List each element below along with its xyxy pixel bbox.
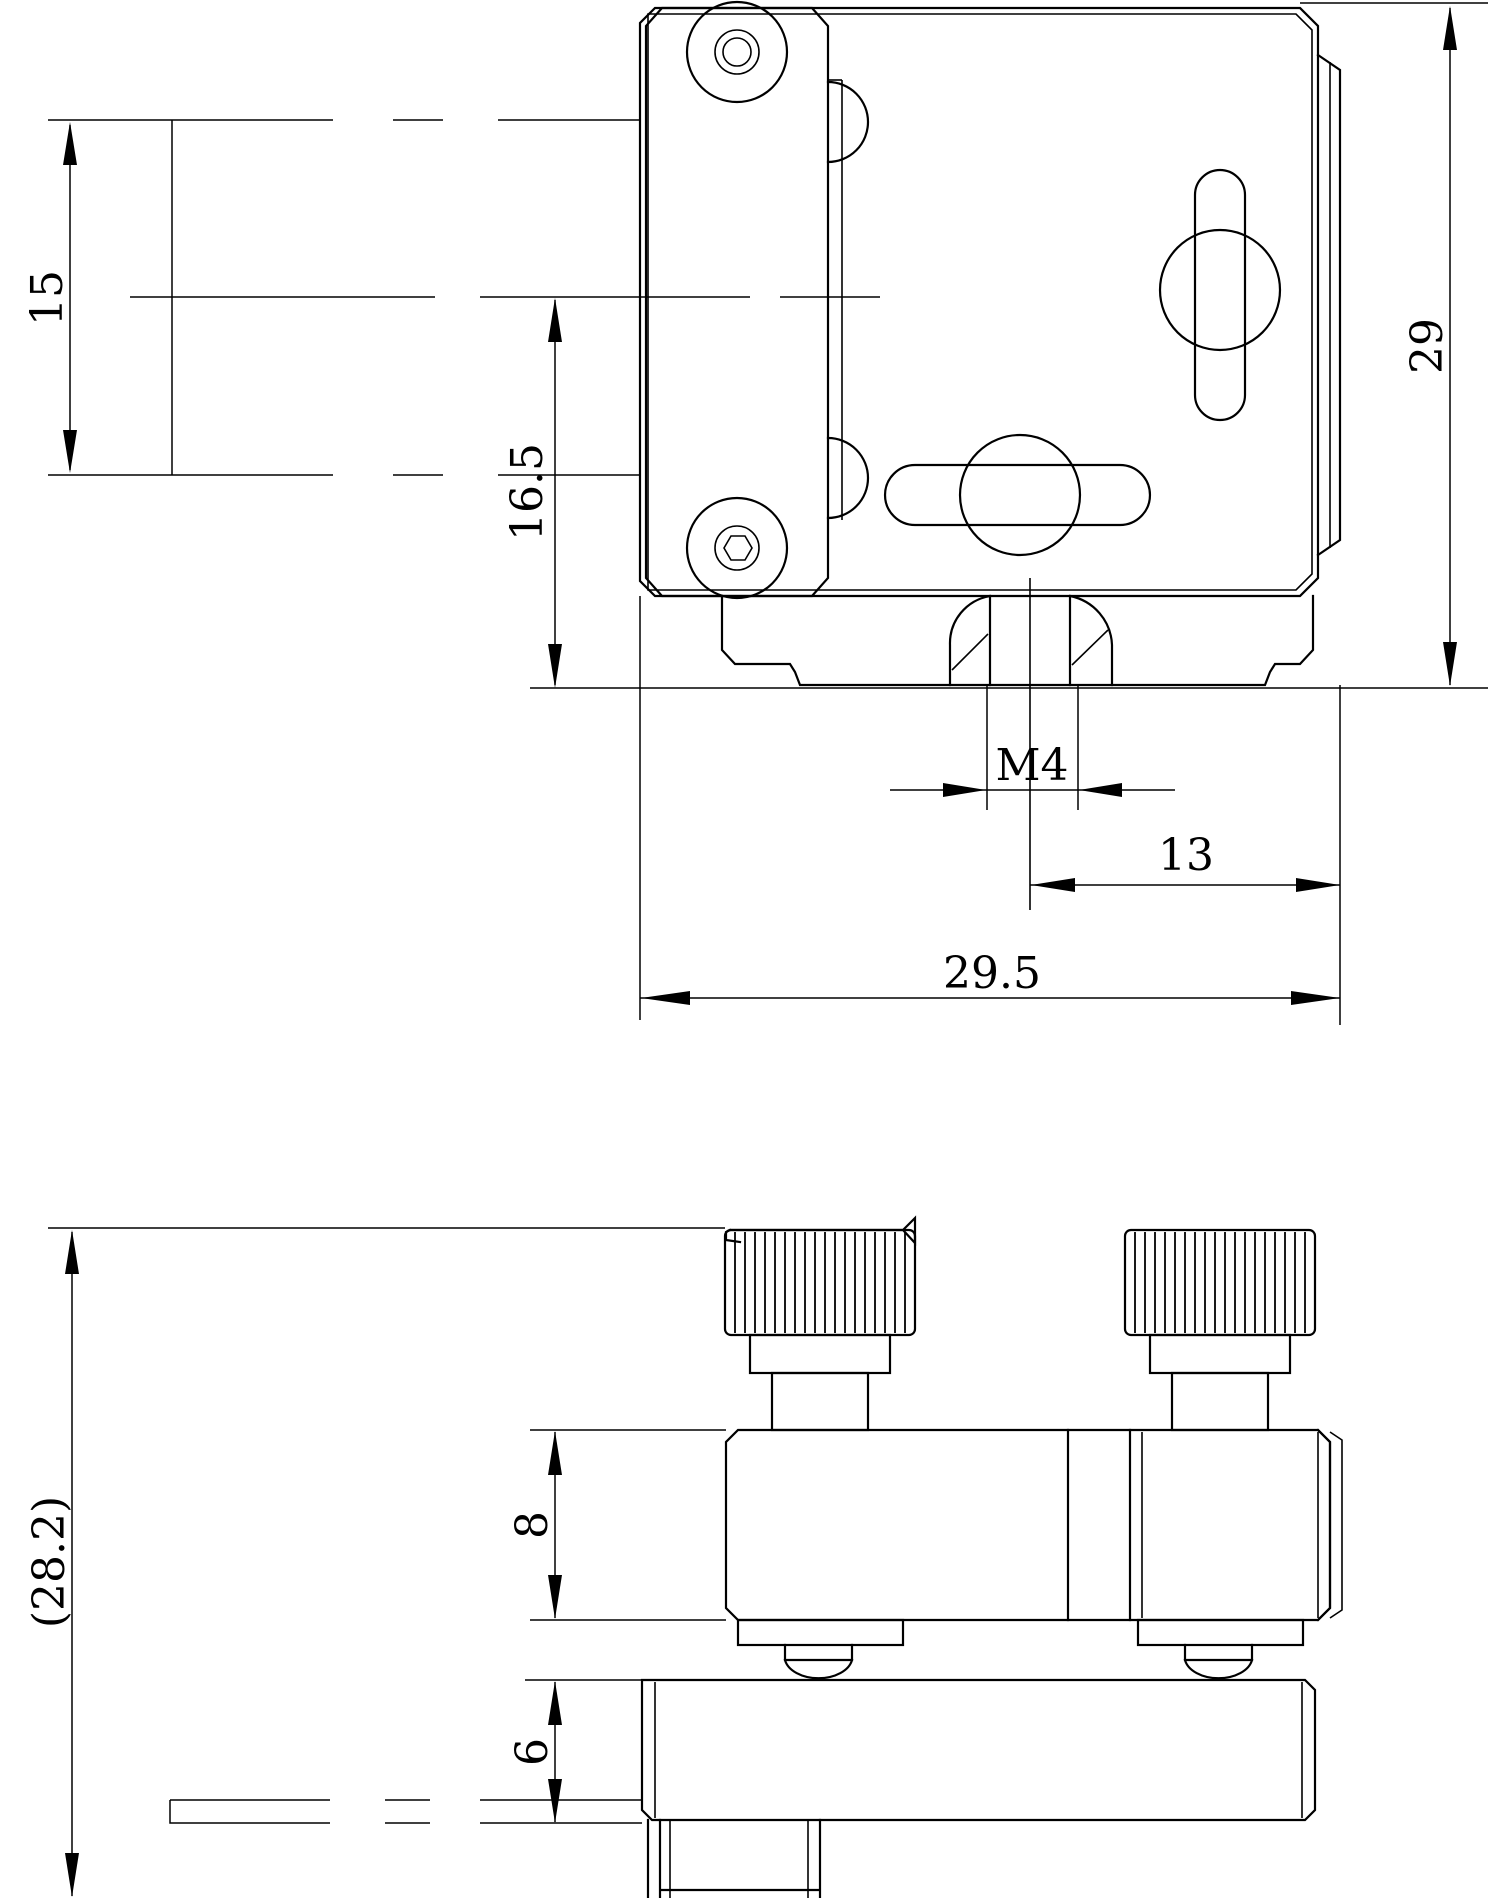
dim-29: 29 [1300, 2, 1488, 686]
dim-16-5-label: 16.5 [502, 443, 553, 541]
screw-head-top [685, 0, 789, 104]
knurled-knob-right [1123, 1228, 1317, 1432]
dim-m4-label: M4 [995, 740, 1068, 791]
dim-8-label: 8 [507, 1511, 558, 1539]
dim-8: 8 [507, 1429, 726, 1621]
dim-6: 6 [507, 1679, 642, 1823]
dim-15-label: 15 [22, 270, 73, 326]
vertical-adjuster [1158, 168, 1282, 422]
top-base [720, 594, 1315, 687]
spring-bump-bottom [826, 436, 870, 520]
side-base [640, 1678, 1317, 1898]
spring-bump-top [826, 80, 870, 164]
dim-29-label: 29 [1402, 318, 1453, 374]
dim-16-5: 16.5 [502, 298, 1488, 689]
dim-6-label: 6 [507, 1738, 558, 1766]
top-view: 15 16.5 29 M4 [22, 0, 1488, 1025]
dim-28-2-label: (28.2) [24, 1496, 75, 1628]
upper-block [724, 1428, 1343, 1622]
clamp-plate [644, 6, 830, 598]
threaded-hole [948, 578, 1114, 910]
knurled-knob-left [723, 1215, 917, 1432]
dim-28-2: (28.2) [24, 1227, 725, 1897]
dim-29-5-label: 29.5 [943, 948, 1041, 999]
screw-head-bottom [685, 496, 789, 600]
dim-15: 15 [22, 119, 640, 476]
dim-29-5: 29.5 [639, 596, 1340, 1020]
dim-m4: M4 [890, 685, 1175, 810]
ball-contacts [736, 1618, 1305, 1680]
right-flange [1316, 53, 1342, 557]
side-view: (28.2) 8 6 [24, 1215, 1343, 1898]
top-body-outline [638, 6, 1320, 598]
side-reference [169, 1799, 642, 1824]
dim-13: 13 [1030, 685, 1341, 1025]
horizontal-adjuster [883, 433, 1152, 557]
dim-13-label: 13 [1158, 830, 1214, 881]
